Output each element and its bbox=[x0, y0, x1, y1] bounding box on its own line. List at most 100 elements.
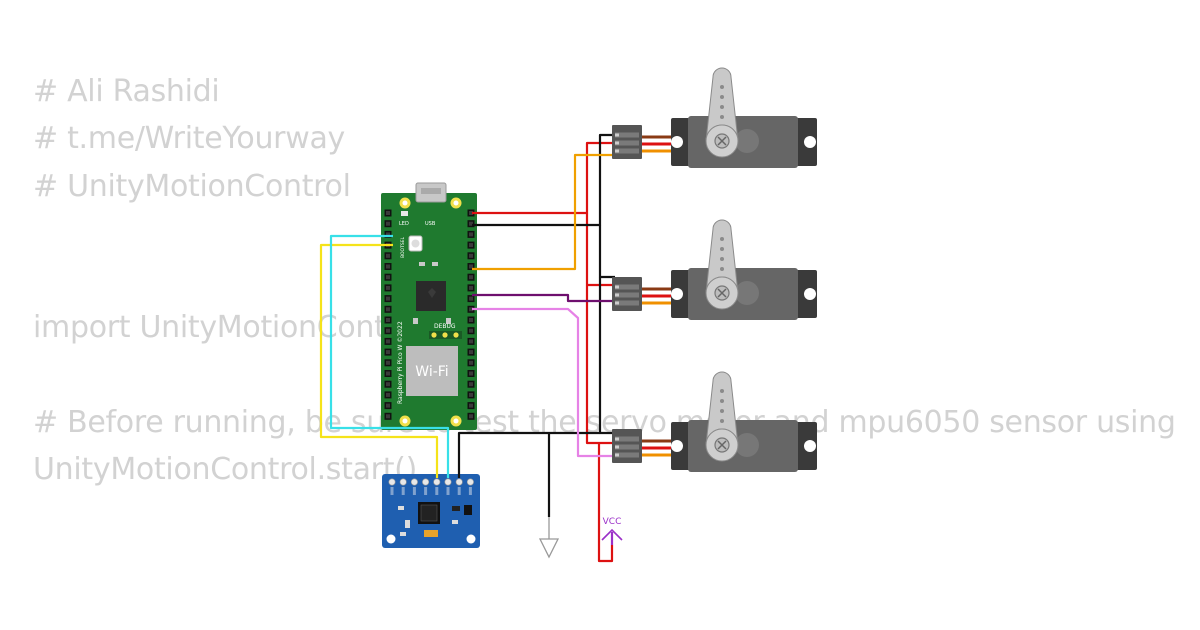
wire-cyan bbox=[329, 234, 450, 478]
header-pin[interactable] bbox=[384, 402, 392, 410]
mpu6050-pin[interactable] bbox=[388, 478, 396, 486]
servo-horn-hole bbox=[720, 115, 724, 119]
servo-horn-hole bbox=[720, 409, 724, 413]
servo-screw bbox=[717, 440, 727, 450]
servo-connector-slot bbox=[615, 148, 639, 154]
servo-headers bbox=[612, 125, 642, 463]
servo-connector[interactable] bbox=[612, 429, 642, 463]
servo-horn-hole bbox=[720, 419, 724, 423]
servo-horn-hole bbox=[720, 95, 724, 99]
mount-hole-center bbox=[402, 200, 408, 206]
header-pin[interactable] bbox=[384, 252, 392, 260]
servo-horn-hole bbox=[720, 105, 724, 109]
mpu6050-pin[interactable] bbox=[455, 478, 463, 486]
header-pin[interactable] bbox=[384, 370, 392, 377]
ground-symbol bbox=[538, 517, 560, 559]
header-pin[interactable] bbox=[467, 252, 475, 260]
mpu6050-component bbox=[405, 520, 410, 528]
raspberry-pi-pico-w[interactable]: LED USB BOOTSEL DEBUG Wi-Fi Raspberry Pi… bbox=[381, 182, 477, 430]
header-pin[interactable] bbox=[467, 402, 475, 410]
header-pin[interactable] bbox=[467, 348, 475, 356]
vcc-label: VCC bbox=[603, 517, 622, 527]
header-pin[interactable] bbox=[467, 391, 475, 399]
header-pin[interactable] bbox=[384, 295, 392, 303]
mpu6050-pins bbox=[388, 478, 474, 495]
header-pin[interactable] bbox=[384, 305, 392, 313]
code-line: UnityMotionControl.start() bbox=[33, 452, 417, 488]
servo-connector-slot bbox=[615, 300, 639, 306]
header-pin[interactable] bbox=[467, 327, 475, 335]
servo-mount-hole bbox=[804, 440, 816, 452]
header-pin[interactable] bbox=[384, 220, 392, 228]
wires bbox=[319, 133, 615, 563]
header-pin[interactable] bbox=[467, 359, 475, 367]
header-pin[interactable] bbox=[467, 370, 475, 377]
mpu6050-pin[interactable] bbox=[422, 478, 430, 486]
header-pin[interactable] bbox=[467, 337, 475, 345]
header-pin[interactable] bbox=[467, 241, 475, 249]
servo-connector[interactable] bbox=[612, 277, 642, 311]
mpu6050-pin[interactable] bbox=[433, 478, 441, 486]
servo-connector-slot bbox=[615, 284, 639, 290]
servo-motor[interactable] bbox=[641, 67, 817, 168]
header-pin[interactable] bbox=[384, 327, 392, 335]
bootsel-button-cap bbox=[411, 239, 420, 248]
header-pin[interactable] bbox=[384, 359, 392, 367]
mpu6050-mount-hole bbox=[466, 534, 476, 544]
header-pin[interactable] bbox=[384, 273, 392, 281]
header-pin[interactable] bbox=[384, 337, 392, 345]
servo-motor[interactable] bbox=[641, 371, 817, 472]
servo-horn-hole bbox=[720, 257, 724, 261]
header-pin[interactable] bbox=[384, 412, 392, 420]
header-pin[interactable] bbox=[467, 273, 475, 281]
header-pin[interactable] bbox=[384, 209, 392, 217]
header-pin[interactable] bbox=[384, 284, 392, 292]
servo-motor[interactable] bbox=[641, 219, 817, 320]
code-line: # Ali Rashidi bbox=[33, 74, 220, 109]
header-pin[interactable] bbox=[467, 220, 475, 228]
header-pin[interactable] bbox=[384, 316, 392, 324]
header-pin[interactable] bbox=[384, 263, 392, 270]
pico-component bbox=[432, 262, 438, 266]
code-line: import UnityMotionControl bbox=[33, 310, 424, 346]
code-line: # UnityMotionControl bbox=[33, 168, 351, 204]
servo-horn-hole bbox=[720, 389, 724, 393]
vcc-symbol: VCC bbox=[601, 517, 623, 541]
wifi-module bbox=[406, 346, 458, 396]
mpu6050-pin[interactable] bbox=[466, 478, 474, 486]
servo-connector-pin bbox=[615, 141, 619, 145]
servo-connector-slot bbox=[615, 444, 639, 450]
header-pin[interactable] bbox=[384, 380, 392, 388]
wire-pink bbox=[472, 307, 615, 458]
ground-triangle bbox=[538, 538, 560, 559]
mpu6050-pin-label-mark bbox=[424, 487, 428, 495]
wire-yellow bbox=[319, 243, 439, 478]
header-pin[interactable] bbox=[467, 316, 475, 324]
usb-port bbox=[421, 188, 441, 194]
header-pin[interactable] bbox=[467, 295, 475, 303]
servo-connector-slot bbox=[615, 292, 639, 298]
header-pin[interactable] bbox=[384, 348, 392, 356]
debug-pin bbox=[442, 332, 448, 338]
mount-hole-center bbox=[453, 200, 459, 206]
servo-screw bbox=[717, 136, 727, 146]
mpu6050-pin[interactable] bbox=[399, 478, 407, 486]
debug-pin bbox=[431, 332, 437, 338]
code-line: # t.me/WriteYourway bbox=[33, 121, 345, 157]
servo-gear-boss bbox=[735, 433, 759, 457]
mount-hole-center bbox=[402, 418, 408, 424]
servo-connector[interactable] bbox=[612, 125, 642, 159]
mpu6050-module[interactable] bbox=[382, 474, 480, 548]
servo-mount-hole bbox=[671, 440, 683, 452]
wire-black bbox=[472, 133, 615, 227]
header-pin[interactable] bbox=[384, 391, 392, 399]
header-pin[interactable] bbox=[467, 284, 475, 292]
header-pin[interactable] bbox=[467, 230, 475, 238]
wire-red bbox=[597, 443, 614, 563]
wire-red bbox=[472, 141, 615, 215]
servo-connector-slot bbox=[615, 436, 639, 442]
mpu6050-pin[interactable] bbox=[410, 478, 418, 486]
header-pin[interactable] bbox=[467, 380, 475, 388]
header-pin[interactable] bbox=[467, 412, 475, 420]
mpu6050-pin[interactable] bbox=[444, 478, 452, 486]
